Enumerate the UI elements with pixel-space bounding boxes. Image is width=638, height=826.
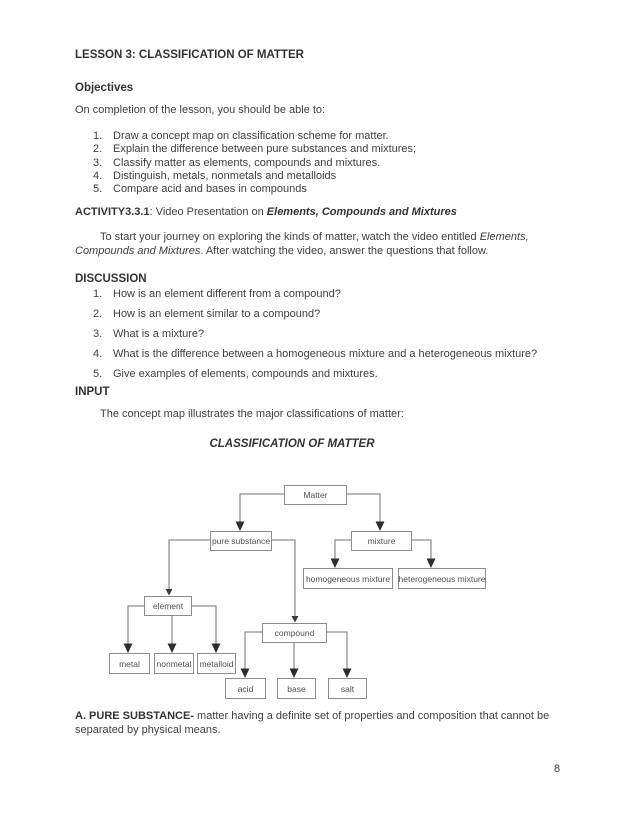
activity-heading: ACTIVITY3.3.1: Video Presentation on Ele… (75, 206, 457, 220)
item-text: What is the difference between a homogen… (113, 347, 538, 360)
objectives-item: 1. Draw a concept map on classification … (93, 130, 416, 143)
arrowhead-down-icon (165, 589, 173, 596)
item-text: What is a mixture? (113, 327, 205, 340)
discussion-item: 4. What is the difference between a homo… (93, 348, 537, 361)
arrowhead-down-icon (426, 558, 436, 568)
item-number: 3. (93, 327, 103, 340)
node-element: element (144, 596, 192, 616)
objectives-heading: Objectives (75, 82, 134, 94)
item-number: 5. (93, 367, 103, 380)
node-nonmetal: nonmetal (154, 653, 194, 674)
objectives-item: 4. Distinguish, metals, nonmetals and me… (93, 170, 416, 183)
input-heading: INPUT (75, 386, 110, 398)
arrowhead-down-icon (240, 668, 250, 678)
node-pure-substance: pure substance (210, 531, 272, 551)
item-number: 3. (93, 156, 103, 169)
definition-text: matter having a definite set of properti… (75, 710, 550, 736)
item-text: Draw a concept map on classification sch… (113, 130, 389, 142)
arrowhead-down-icon (211, 643, 221, 653)
item-text: Give examples of elements, compounds and… (113, 367, 378, 380)
paragraph-text: . After watching the video, answer the q… (200, 244, 489, 257)
definition-term: A. PURE SUBSTANCE- (75, 710, 194, 722)
concept-map-title: CLASSIFICATION OF MATTER (209, 438, 375, 450)
lesson-title: LESSON 3: CLASSIFICATION OF MATTER (75, 49, 304, 61)
paragraph-text: To start your journey on exploring the k… (100, 231, 480, 243)
activity-middle: : Video Presentation on (149, 206, 267, 218)
item-text: Distinguish, metals, nonmetals and metal… (113, 169, 337, 182)
item-number: 2. (93, 143, 103, 156)
objectives-item: 2. Explain the difference between pure s… (93, 143, 416, 156)
node-matter: Matter (284, 485, 347, 505)
objectives-item: 5. Compare acid and bases in compounds (93, 183, 416, 196)
discussion-list: 1. How is an element different from a co… (93, 288, 537, 387)
node-compound: compound (262, 623, 327, 643)
arrowhead-down-icon (330, 558, 340, 568)
item-number: 2. (93, 307, 103, 320)
activity-paragraph: To start your journey on exploring the k… (75, 231, 572, 258)
node-homogeneous-mixture: homogeneous mixture (303, 568, 393, 589)
node-mixture: mixture (351, 531, 412, 551)
item-number: 1. (93, 130, 103, 142)
item-text: How is an element different from a compo… (113, 288, 341, 300)
input-intro: The concept map illustrates the major cl… (100, 408, 404, 420)
video-title-italic: Elements, Compounds and Mixtures (75, 231, 529, 257)
arrowhead-down-icon (375, 521, 385, 531)
arrowhead-down-icon (167, 643, 177, 653)
discussion-item: 5. Give examples of elements, compounds … (93, 368, 537, 381)
arrowhead-down-icon (342, 668, 352, 678)
node-base: base (277, 678, 316, 699)
item-text: Classify matter as elements, compounds a… (113, 156, 381, 169)
item-number: 4. (93, 169, 103, 182)
page-number: 8 (554, 763, 561, 775)
item-text: Explain the difference between pure subs… (113, 143, 417, 156)
discussion-item: 3. What is a mixture? (93, 328, 537, 341)
objectives-item: 3. Classify matter as elements, compound… (93, 157, 416, 170)
node-acid: acid (225, 678, 266, 699)
item-text: How is an element similar to a compound? (113, 307, 321, 320)
node-salt: salt (328, 678, 367, 699)
discussion-heading: DISCUSSION (75, 273, 147, 285)
item-number: 4. (93, 347, 103, 360)
arrowhead-down-icon (291, 616, 299, 623)
objectives-list: 1. Draw a concept map on classification … (93, 130, 416, 196)
item-number: 5. (93, 183, 103, 196)
objectives-intro: On completion of the lesson, you should … (75, 104, 326, 116)
arrowhead-down-icon (235, 521, 245, 531)
node-metal: metal (109, 653, 150, 674)
discussion-item: 2. How is an element similar to a compou… (93, 308, 537, 321)
discussion-item: 1. How is an element different from a co… (93, 288, 537, 301)
activity-code: ACTIVITY3.3.1 (75, 206, 150, 218)
arrowhead-down-icon (289, 668, 299, 678)
node-heterogeneous-mixture: heterogeneous mixture (398, 568, 486, 589)
item-number: 1. (93, 288, 103, 300)
node-metalloid: metalloid (197, 653, 236, 674)
arrowhead-down-icon (123, 643, 133, 653)
item-text: Compare acid and bases in compounds (113, 183, 307, 196)
pure-substance-definition: A. PURE SUBSTANCE- matter having a defin… (75, 710, 559, 737)
activity-title: Elements, Compounds and Mixtures (266, 206, 457, 218)
